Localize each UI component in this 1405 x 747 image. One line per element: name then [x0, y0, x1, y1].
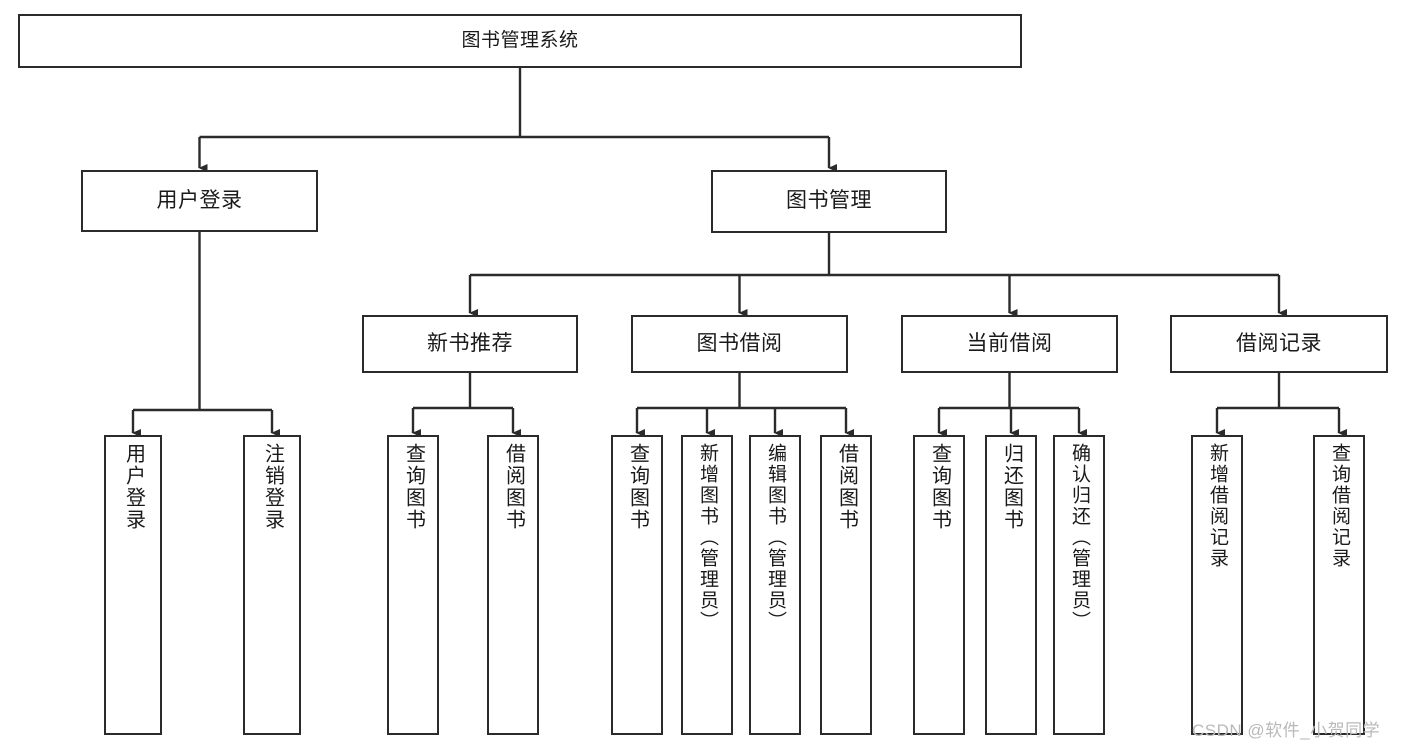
node-box-l1_0: 用户登录	[81, 170, 318, 232]
node-box-leaf_9: 归还图书	[985, 435, 1037, 735]
connector-lines	[131, 68, 1347, 437]
node-box-leaf_5: 新增图书（管理员）	[681, 435, 733, 735]
node-label-leaf_6: 编辑图书（管理员）	[764, 443, 786, 632]
node-label-leaf_8: 查询图书	[928, 443, 951, 531]
node-box-leaf_4: 查询图书	[611, 435, 663, 735]
node-label-l2_0: 新书推荐	[427, 331, 513, 355]
node-label-leaf_7: 借阅图书	[835, 443, 858, 531]
node-box-leaf_7: 借阅图书	[820, 435, 872, 735]
node-label-l2_1: 图书借阅	[696, 331, 783, 355]
node-label-leaf_0: 用户登录	[122, 443, 145, 531]
node-box-l2_0: 新书推荐	[362, 315, 578, 373]
node-label-leaf_9: 归还图书	[1000, 443, 1023, 531]
node-label-leaf_12: 查询借阅记录	[1328, 443, 1350, 569]
node-box-leaf_0: 用户登录	[104, 435, 162, 735]
node-label-leaf_10: 确认归还（管理员）	[1068, 443, 1090, 632]
node-box-root: 图书管理系统	[18, 14, 1022, 68]
node-label-leaf_2: 查询图书	[402, 443, 425, 531]
node-box-leaf_12: 查询借阅记录	[1313, 435, 1365, 735]
node-box-leaf_10: 确认归还（管理员）	[1053, 435, 1105, 735]
node-box-leaf_11: 新增借阅记录	[1191, 435, 1243, 735]
node-label-root: 图书管理系统	[461, 29, 579, 51]
node-label-leaf_1: 注销登录	[261, 443, 284, 531]
node-label-l2_2: 当前借阅	[966, 331, 1053, 355]
node-label-l1_0: 用户登录	[156, 188, 243, 212]
node-box-l2_3: 借阅记录	[1170, 315, 1388, 373]
node-box-leaf_1: 注销登录	[243, 435, 301, 735]
node-box-leaf_8: 查询图书	[913, 435, 965, 735]
node-box-leaf_3: 借阅图书	[487, 435, 539, 735]
node-box-leaf_6: 编辑图书（管理员）	[749, 435, 801, 735]
node-box-l1_1: 图书管理	[711, 170, 947, 233]
node-label-leaf_5: 新增图书（管理员）	[696, 443, 718, 632]
node-box-l2_2: 当前借阅	[901, 315, 1118, 373]
node-box-leaf_2: 查询图书	[387, 435, 439, 735]
node-label-leaf_3: 借阅图书	[502, 443, 525, 531]
node-label-l2_3: 借阅记录	[1236, 331, 1322, 355]
node-box-l2_1: 图书借阅	[631, 315, 848, 373]
node-label-leaf_11: 新增借阅记录	[1206, 443, 1228, 569]
node-label-l1_1: 图书管理	[786, 189, 872, 213]
node-label-leaf_4: 查询图书	[626, 443, 649, 531]
